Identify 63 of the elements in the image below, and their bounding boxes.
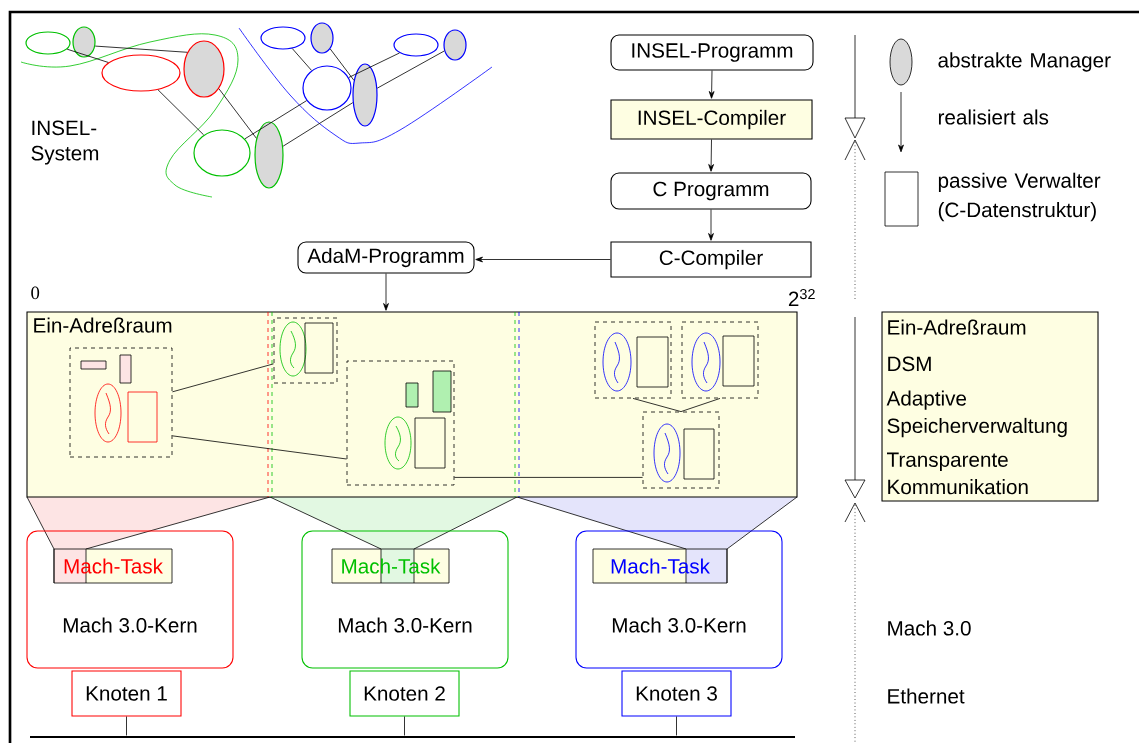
dashed-box (681, 321, 759, 399)
platform-label: Mach 3.0 (888, 620, 971, 636)
connector-line (218, 88, 257, 139)
manager-ellipse (310, 22, 334, 54)
compiler-box: C-Compiler (610, 241, 812, 278)
connector-line (454, 477, 643, 478)
manager-ellipse (352, 63, 378, 127)
manager-ellipse (183, 40, 225, 98)
dashed-box (642, 411, 720, 489)
arrow (383, 273, 389, 311)
arrow (708, 209, 714, 241)
manager-ellipse (254, 121, 284, 189)
ellipse (101, 54, 181, 92)
connector-line (172, 435, 347, 460)
legend-text: passive Verwalter (C-Datenstruktur) (938, 172, 1101, 222)
task-box: Mach-Task (53, 548, 173, 584)
address-label: 2$^{32}$ (788, 288, 815, 306)
legend-text: realisiert als (938, 109, 1049, 125)
manager-ellipse (72, 26, 96, 58)
manager-ellipse (443, 29, 467, 61)
compiler-box: INSEL-Compiler (610, 99, 813, 140)
ellipse (260, 26, 306, 50)
connector-line (348, 52, 400, 78)
connector-line (329, 48, 355, 81)
legend-text: abstrakte Manager (938, 52, 1111, 72)
ellipse (25, 31, 71, 55)
connector-line (404, 716, 405, 736)
ellipse (193, 129, 251, 177)
connector-line (157, 89, 205, 136)
connector-line (680, 398, 721, 412)
connector-line (66, 48, 109, 63)
connector-line (94, 45, 188, 53)
connector-line (244, 100, 307, 140)
arrow (708, 70, 715, 99)
connector-line (632, 398, 682, 412)
bus-line (30, 736, 795, 738)
ellipse (393, 33, 439, 57)
dashed-box (346, 360, 455, 486)
platform-label: Ethernet (888, 688, 965, 704)
node-box: Knoten 2 (349, 670, 460, 717)
arrow (475, 256, 611, 263)
system-label: INSEL-System (31, 120, 99, 165)
task-box: Mach-Task (331, 548, 450, 584)
address-space-box: Ein-Adreßraum (26, 311, 798, 498)
program-box: C Programm (610, 172, 812, 210)
ellipse (302, 65, 352, 111)
connector-line (291, 48, 312, 71)
node-box: Knoten 1 (71, 670, 182, 717)
dashed-box (594, 321, 672, 399)
address-label: 0 (31, 286, 40, 300)
connector-line (172, 363, 274, 393)
arrow (708, 139, 714, 172)
task-box: Mach-Task (592, 548, 728, 584)
connector-line (676, 716, 677, 736)
dashed-box (273, 317, 338, 384)
dashed-box (69, 347, 173, 458)
program-box: AdaM-Programm (297, 241, 475, 274)
connector-line (282, 102, 354, 147)
connector-line (376, 50, 445, 89)
feature-box: Ein-Adreßraum DSM Adaptive Speicherverwaltung Transparente Kommunikation (881, 311, 1099, 502)
connector-line (126, 716, 127, 736)
node-box: Knoten 3 (621, 670, 732, 717)
program-box: INSEL-Programm (610, 34, 814, 71)
